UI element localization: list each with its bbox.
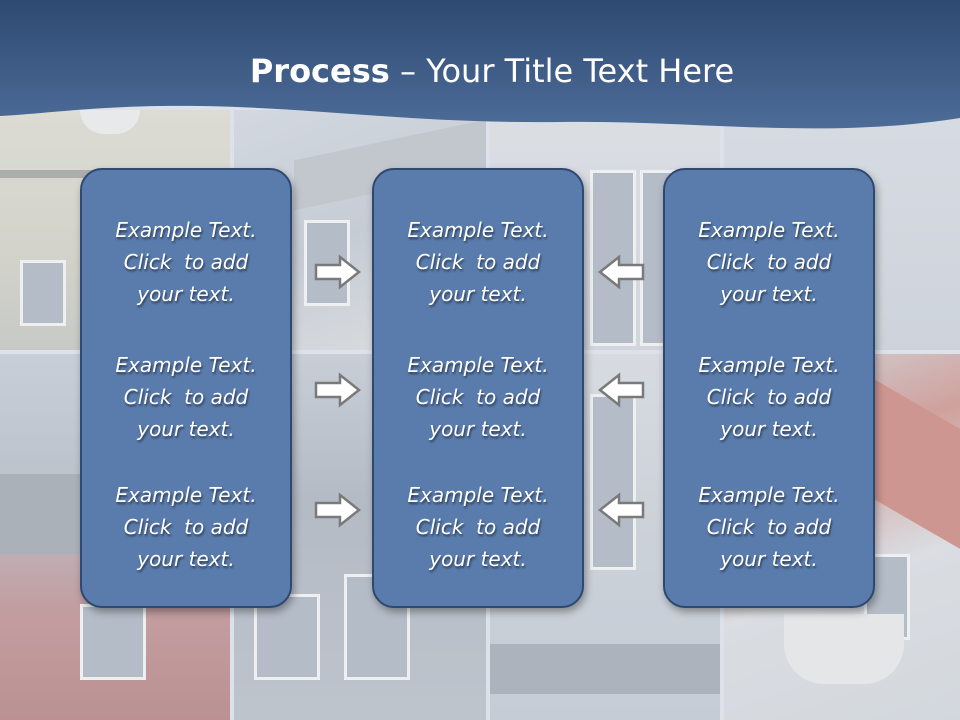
text-line: Example Text. [407, 353, 549, 377]
text-line: Click to add [123, 385, 249, 409]
text-line: Example Text. [698, 483, 840, 507]
arrow-left-icon[interactable] [597, 372, 645, 408]
text-line: Click to add [706, 250, 832, 274]
panel-text-box[interactable]: Example Text. Click to add your text. [82, 349, 290, 445]
text-line: Click to add [415, 385, 541, 409]
slide-title[interactable]: Process – Your Title Text Here [0, 52, 960, 90]
text-line: Example Text. [115, 483, 257, 507]
text-line: Example Text. [407, 483, 549, 507]
arrow-left-icon[interactable] [597, 492, 645, 528]
text-line: Click to add [123, 515, 249, 539]
text-line: Example Text. [115, 218, 257, 242]
arrow-right-icon[interactable] [314, 372, 362, 408]
text-line: your text. [137, 417, 235, 441]
process-panel-3[interactable]: Example Text. Click to add your text. Ex… [663, 168, 875, 608]
arrow-left-icon[interactable] [597, 254, 645, 290]
process-panel-1[interactable]: Example Text. Click to add your text. Ex… [80, 168, 292, 608]
text-line: Example Text. [115, 353, 257, 377]
arrow-right-icon[interactable] [314, 254, 362, 290]
arrow-right-icon[interactable] [314, 492, 362, 528]
text-line: Click to add [415, 250, 541, 274]
text-line: Example Text. [698, 218, 840, 242]
text-line: your text. [429, 282, 527, 306]
title-bold: Process [249, 52, 390, 90]
panel-text-box[interactable]: Example Text. Click to add your text. [82, 479, 290, 575]
text-line: Click to add [123, 250, 249, 274]
header-wave-shape [0, 0, 960, 129]
process-panel-2[interactable]: Example Text. Click to add your text. Ex… [372, 168, 584, 608]
panel-text-box[interactable]: Example Text. Click to add your text. [374, 214, 582, 310]
text-line: your text. [137, 547, 235, 571]
panel-text-box[interactable]: Example Text. Click to add your text. [374, 479, 582, 575]
text-line: your text. [720, 547, 818, 571]
title-rest: – Your Title Text Here [389, 52, 735, 90]
text-line: your text. [720, 282, 818, 306]
text-line: Click to add [415, 515, 541, 539]
text-line: your text. [137, 282, 235, 306]
panel-text-box[interactable]: Example Text. Click to add your text. [665, 479, 873, 575]
text-line: Example Text. [407, 218, 549, 242]
panel-text-box[interactable]: Example Text. Click to add your text. [665, 214, 873, 310]
text-line: Click to add [706, 515, 832, 539]
panel-text-box[interactable]: Example Text. Click to add your text. [374, 349, 582, 445]
text-line: Click to add [706, 385, 832, 409]
text-line: your text. [720, 417, 818, 441]
header-band: Process – Your Title Text Here [0, 0, 960, 150]
panel-text-box[interactable]: Example Text. Click to add your text. [82, 214, 290, 310]
text-line: Example Text. [698, 353, 840, 377]
panel-text-box[interactable]: Example Text. Click to add your text. [665, 349, 873, 445]
text-line: your text. [429, 417, 527, 441]
text-line: your text. [429, 547, 527, 571]
